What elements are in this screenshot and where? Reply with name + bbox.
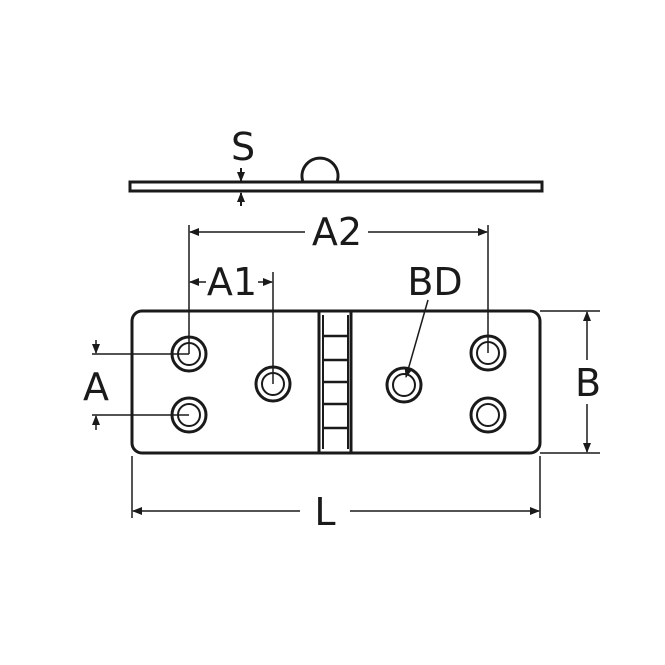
a2-label: A2: [312, 210, 362, 254]
thickness-dimension: S: [231, 125, 255, 206]
a2-dimension: A2: [188, 210, 489, 354]
side-view: [128, 156, 544, 193]
knuckle: [300, 156, 340, 183]
bd-dimension: BD: [404, 260, 463, 378]
hole-bottom-right: [469, 396, 507, 434]
a1-dimension: A1: [189, 260, 274, 384]
hole-middle-right: [385, 366, 423, 404]
side-plate: [128, 180, 544, 193]
a-label: A: [83, 365, 109, 409]
knuckle-segment-lines: [322, 315, 349, 449]
knuckle-strip: [317, 309, 353, 455]
l-dimension: L: [131, 456, 541, 534]
b-label: B: [575, 361, 601, 405]
bd-leader: [404, 299, 429, 378]
bd-label: BD: [407, 260, 462, 304]
plan-view: [130, 309, 542, 455]
a-dimension: A: [83, 340, 189, 430]
a1-label: A1: [207, 260, 257, 304]
b-dimension: B: [540, 310, 601, 454]
thickness-label: S: [231, 125, 255, 169]
l-label: L: [314, 490, 335, 534]
